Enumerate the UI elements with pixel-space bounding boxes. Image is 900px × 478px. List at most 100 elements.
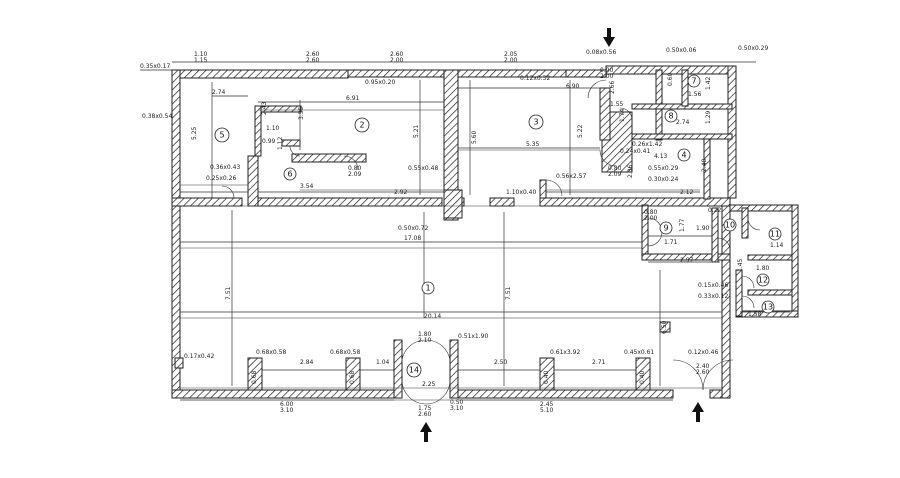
interior-walls	[171, 69, 793, 399]
dim-label: 2.66	[609, 80, 616, 94]
dim-label: 2.00	[600, 73, 614, 80]
doors	[221, 79, 761, 405]
room-5: 5	[219, 131, 224, 140]
room-10: 10	[725, 221, 735, 230]
dim-label: 5.22	[577, 124, 584, 138]
room-4: 4	[681, 151, 686, 160]
dim-label: 1.04	[376, 359, 390, 366]
dim-label: 20.14	[424, 313, 441, 320]
dim-label: 0.12x0.46	[688, 349, 718, 356]
dim-label: 0.24x0.41	[620, 148, 650, 155]
dim-label: 3.54	[300, 183, 314, 190]
dim-label: 0.99	[262, 138, 276, 145]
dim-label: 17.08	[404, 235, 421, 242]
dim-label: 0.51x1.90	[458, 333, 488, 340]
dim-label: 2.00	[644, 215, 658, 222]
room-13: 13	[763, 303, 773, 312]
dim-label: 2.40	[696, 363, 710, 370]
dim-label: 1.12	[277, 136, 284, 150]
dim-label: 1.77	[679, 218, 686, 232]
dim-label: 2.60	[390, 51, 404, 58]
dim-label: 0.33x0.12	[698, 293, 728, 300]
dim-label: 0.61x3.92	[550, 349, 580, 356]
room-labels: 1 2 3 4 5 6 7 8 9 10 11 12 13 14	[214, 74, 782, 378]
dimension-lines	[140, 61, 790, 401]
dim-label: 2.71	[592, 359, 606, 366]
dim-label: 1.45	[737, 258, 744, 272]
dim-label: 2.09	[348, 171, 362, 178]
room-2: 2	[359, 121, 364, 130]
dim-label: 0.95x0.20	[365, 79, 395, 86]
room-1: 1	[425, 284, 430, 293]
dim-label: 1.10	[194, 51, 208, 58]
dim-label: 2.45	[540, 401, 554, 408]
dim-label: 6.00	[280, 401, 294, 408]
dim-label: 2.74	[676, 119, 690, 126]
dim-label: 1.10x0.40	[506, 189, 536, 196]
room-11: 11	[770, 230, 780, 239]
dim-label: 2.09	[608, 171, 622, 178]
dim-label: 0.68x0.58	[256, 349, 286, 356]
dim-label: 2.05	[504, 51, 518, 58]
dim-label: 0.50	[450, 399, 464, 406]
dim-label: 2.10	[418, 337, 432, 344]
entrance-arrows	[420, 28, 704, 442]
dim-label: 7.51	[225, 286, 232, 300]
dim-label: 2.36	[627, 164, 634, 178]
dim-label: 1.58	[748, 311, 762, 318]
dim-label: 0.22	[708, 207, 722, 214]
dim-label: 0.55x0.29	[648, 165, 678, 172]
dim-label: 1.55	[610, 101, 624, 108]
dim-label: 1.75	[418, 405, 432, 412]
dim-label: 1.80	[756, 265, 770, 272]
dim-label: 0.80	[348, 165, 362, 172]
dim-label: 0.68	[251, 370, 258, 384]
dim-label: 0.38x0.54	[142, 113, 172, 120]
dim-label: 6.50	[661, 320, 668, 334]
dim-label: 7.51	[505, 286, 512, 300]
dim-label: 5.25	[191, 126, 198, 140]
dim-label: 0.50x0.29	[738, 45, 768, 52]
dim-label: 1.56	[688, 91, 702, 98]
dim-label: 2.60	[306, 57, 320, 64]
dim-label: 2.60	[418, 411, 432, 418]
dim-label: 0.90	[600, 67, 614, 74]
dim-label: 0.55x0.48	[408, 165, 438, 172]
dim-label: 1.10	[266, 125, 280, 132]
dim-label: 1.80	[418, 331, 432, 338]
dim-label: 0.56x2.57	[556, 173, 586, 180]
dim-label: 2.97	[680, 257, 694, 264]
dim-label: 1.71	[664, 239, 678, 246]
dim-label: 5.35	[526, 141, 540, 148]
arrow-down-icon	[603, 28, 615, 47]
dim-label: 2.00	[504, 57, 518, 64]
dim-label: 0.08x0.56	[586, 49, 616, 56]
dim-label: 1.42	[705, 76, 712, 90]
dim-label: 2.92	[394, 189, 408, 196]
dim-label: 0.30x0.24	[648, 176, 678, 183]
dim-label: 1.90	[696, 225, 710, 232]
dimension-labels: 1.10 1.15 2.60 2.60 2.60 2.00 2.05 2.00 …	[140, 45, 784, 418]
dim-label: 1.14	[770, 242, 784, 249]
dim-label: 0.68x0.58	[330, 349, 360, 356]
room-9: 9	[663, 224, 668, 233]
dim-label: 6.91	[346, 95, 360, 102]
dim-label: 2.43	[261, 101, 268, 115]
dim-label: 2.48	[701, 158, 708, 172]
dim-label: 0.60	[667, 72, 674, 86]
dim-label: 1.74	[619, 108, 626, 122]
dim-label: 2.12	[680, 189, 694, 196]
interior-lines	[180, 109, 722, 401]
dim-label: 0.40	[543, 370, 550, 384]
dim-label: 2.60	[696, 369, 710, 376]
dim-label: 0.50x0.06	[666, 47, 696, 54]
dim-label: 2.84	[300, 359, 314, 366]
room-12: 12	[758, 276, 768, 285]
dim-label: 0.45x0.61	[624, 349, 654, 356]
dim-label: 3.55	[298, 106, 305, 120]
dim-label: 2.50	[494, 359, 508, 366]
arrow-up-icon	[692, 402, 704, 422]
dim-label: 0.36x0.43	[210, 164, 240, 171]
dim-label: 0.12x0.32	[520, 75, 550, 82]
